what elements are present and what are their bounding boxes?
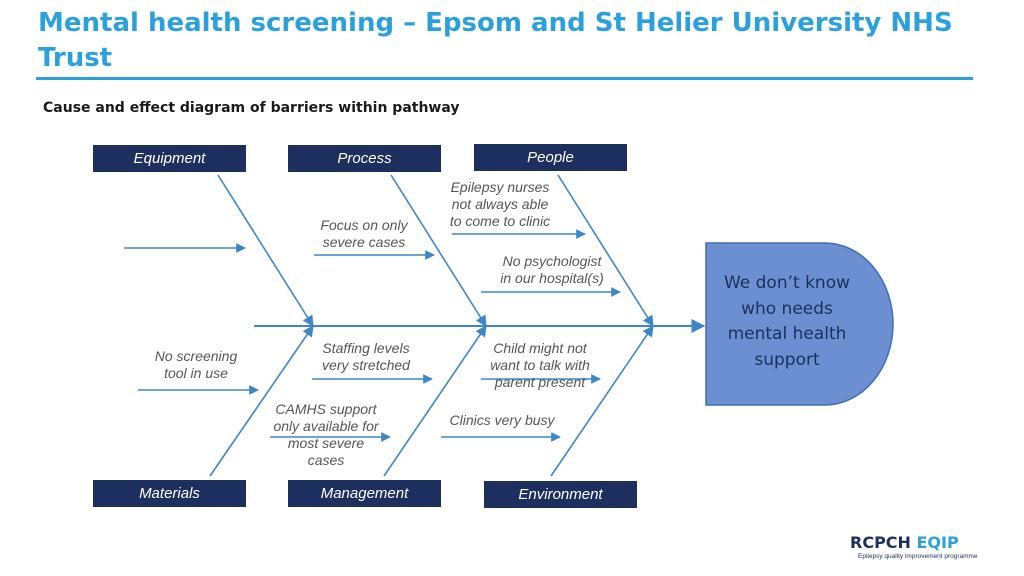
logo-wordmark-rcpch: RCPCH xyxy=(850,533,911,552)
logo-wordmark-eqip: EQIP xyxy=(910,533,959,552)
management-bone xyxy=(383,325,487,477)
cause-no-screening-tool: No screening tool in use xyxy=(154,348,238,381)
page-title: Mental health screening – Epsom and St H… xyxy=(38,8,953,73)
problem-head-shape xyxy=(705,242,894,406)
category-environment: Environment xyxy=(484,481,637,508)
logo-tagline: Epilepsy quality improvement programme xyxy=(858,553,978,560)
people-bone xyxy=(557,174,654,327)
category-process: Process xyxy=(288,145,441,172)
cause-child-talk: Child might not want to talk with parent… xyxy=(490,340,590,390)
category-equipment: Equipment xyxy=(93,145,246,172)
cause-clinics-busy: Clinics very busy xyxy=(449,412,555,428)
rcpch-eqip-logo: RCPCH EQIP Epilepsy quality improvement … xyxy=(850,533,980,563)
process-bone xyxy=(390,174,487,327)
cause-epilepsy-nurses: Epilepsy nurses not always able to come … xyxy=(449,179,551,229)
cause-camhs-support: CAMHS support only available for most se… xyxy=(273,401,379,468)
diagram-subtitle: Cause and effect diagram of barriers wit… xyxy=(43,100,460,116)
cause-staffing-levels: Staffing levels very stretched xyxy=(322,340,410,373)
category-materials: Materials xyxy=(93,480,246,507)
category-management: Management xyxy=(288,480,441,507)
materials-bone xyxy=(209,325,314,477)
environment-bone xyxy=(550,325,654,477)
logo-wordmark: RCPCH EQIP xyxy=(850,533,959,552)
cause-no-psychologist: No psychologist in our hospital(s) xyxy=(500,253,604,286)
category-people: People xyxy=(474,144,627,171)
problem-statement: We don’t know who needs mental health su… xyxy=(723,273,851,370)
cause-focus-severe: Focus on only severe cases xyxy=(320,217,408,250)
equipment-bone xyxy=(217,174,314,327)
title-divider xyxy=(36,77,973,80)
